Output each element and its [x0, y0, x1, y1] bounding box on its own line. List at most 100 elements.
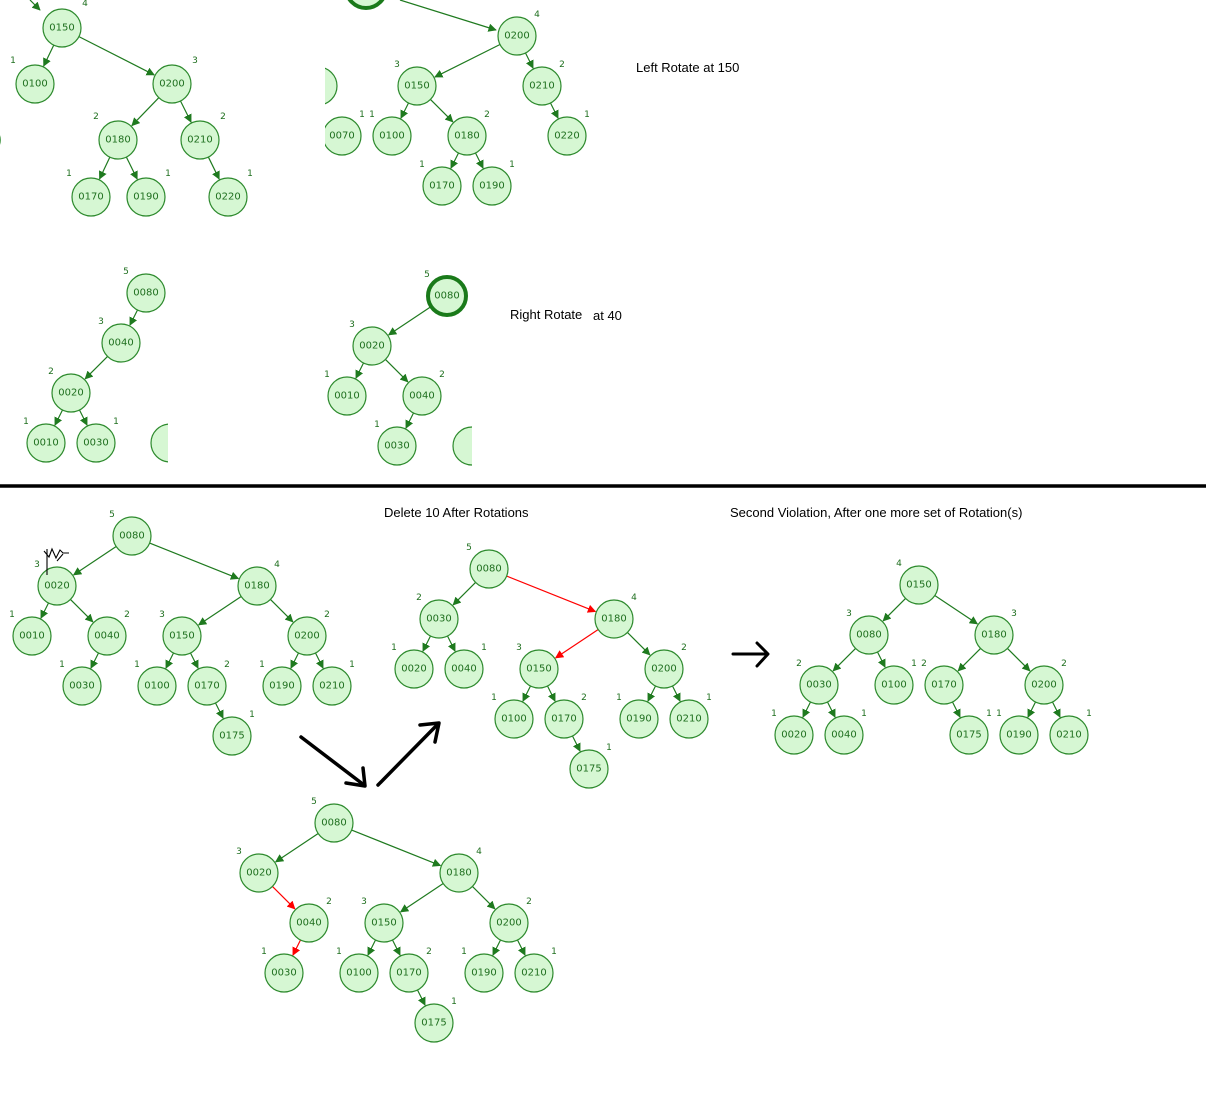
node-height-label: 1: [259, 660, 265, 670]
node-key-label: 0170: [396, 968, 421, 979]
tree2-edges: [400, 43, 559, 169]
node-key-label: 0210: [676, 714, 701, 725]
edge: [627, 632, 651, 656]
cursor-scribble: [43, 547, 69, 575]
node-key-label: 0200: [1031, 680, 1056, 691]
node-key-label: 0180: [446, 868, 471, 879]
node-key-label: 0030: [271, 968, 296, 979]
node-circle: [899, 565, 939, 605]
node-circle: [619, 699, 659, 739]
edge: [422, 635, 432, 652]
node-circle: [497, 16, 537, 56]
node-circle: [519, 649, 559, 689]
node-circle: [402, 376, 442, 416]
node-circle: [101, 323, 141, 363]
node-key-label: 0080: [133, 288, 158, 299]
edge: [179, 100, 192, 123]
node-height-label: 3: [192, 56, 198, 66]
node-key-label: 0150: [371, 918, 396, 929]
edge: [40, 602, 50, 619]
node-key-label: 0020: [246, 868, 271, 879]
edge: [367, 939, 377, 956]
edge: [207, 156, 220, 180]
node-key-label: 0170: [78, 192, 103, 203]
node-key-label: 0100: [881, 680, 906, 691]
node-key-label: 0040: [409, 391, 434, 402]
node-circle: [187, 666, 227, 706]
node-height-label: 2: [439, 370, 445, 380]
node-circle: [237, 566, 277, 606]
edge: [1051, 701, 1061, 718]
caption-left-rotate: Left Rotate at 150: [636, 60, 739, 75]
edge: [189, 652, 199, 669]
node-key-label: 0030: [69, 681, 94, 692]
node-circle: [26, 423, 66, 463]
node-circle: [849, 615, 889, 655]
node-key-label: 0010: [19, 631, 44, 642]
node-key-label: 0150: [526, 664, 551, 675]
node-key-label: 0180: [454, 131, 479, 142]
node-key-label: 0170: [429, 181, 454, 192]
arrow-right-head: [755, 641, 770, 668]
node-circle: [152, 64, 192, 104]
node-height-label: 2: [484, 110, 490, 120]
node-key-label: 0200: [504, 31, 529, 42]
edge: [446, 635, 456, 652]
edge: [882, 598, 906, 622]
tree8-edges: [802, 595, 1061, 718]
node-height-label: 2: [326, 897, 332, 907]
node-key-label: 0150: [49, 23, 74, 34]
node-height-label: 5: [109, 510, 115, 520]
node-height-label: 4: [534, 10, 540, 20]
node-key-label: 0175: [956, 730, 981, 741]
edge: [131, 97, 160, 127]
node-height-label: 3: [1011, 609, 1017, 619]
node-key-label: 0100: [144, 681, 169, 692]
node-key-label: 0210: [187, 135, 212, 146]
edge: [214, 702, 224, 719]
tree5-edges: [40, 542, 324, 719]
node-height-label: 1: [247, 169, 253, 179]
node-key-label: 0020: [44, 581, 69, 592]
edge-highlighted: [292, 939, 302, 956]
node-circle: [924, 665, 964, 705]
node-circle: [669, 699, 709, 739]
node-height-label: 4: [896, 559, 902, 569]
edge: [492, 939, 502, 956]
edge: [571, 735, 581, 752]
node-key-label: 0210: [529, 81, 554, 92]
edge: [832, 648, 856, 672]
edge: [434, 43, 501, 78]
node-key-label: 0210: [319, 681, 344, 692]
node-circle: [414, 1003, 454, 1043]
node-height-label: 1: [23, 417, 29, 427]
node-circle: [547, 116, 587, 156]
node-circle: [569, 749, 609, 789]
node-circle: [974, 615, 1014, 655]
node-key-label: 0150: [169, 631, 194, 642]
node-circle: [325, 116, 362, 156]
edge: [78, 409, 88, 426]
edge: [270, 599, 294, 623]
edge: [472, 886, 496, 910]
node-key-label: 0070: [329, 131, 354, 142]
node-circle: [372, 116, 412, 156]
node-key-label: 0080: [119, 531, 144, 542]
node-height-label: 1: [911, 659, 917, 669]
node-key-label: 0190: [479, 181, 504, 192]
